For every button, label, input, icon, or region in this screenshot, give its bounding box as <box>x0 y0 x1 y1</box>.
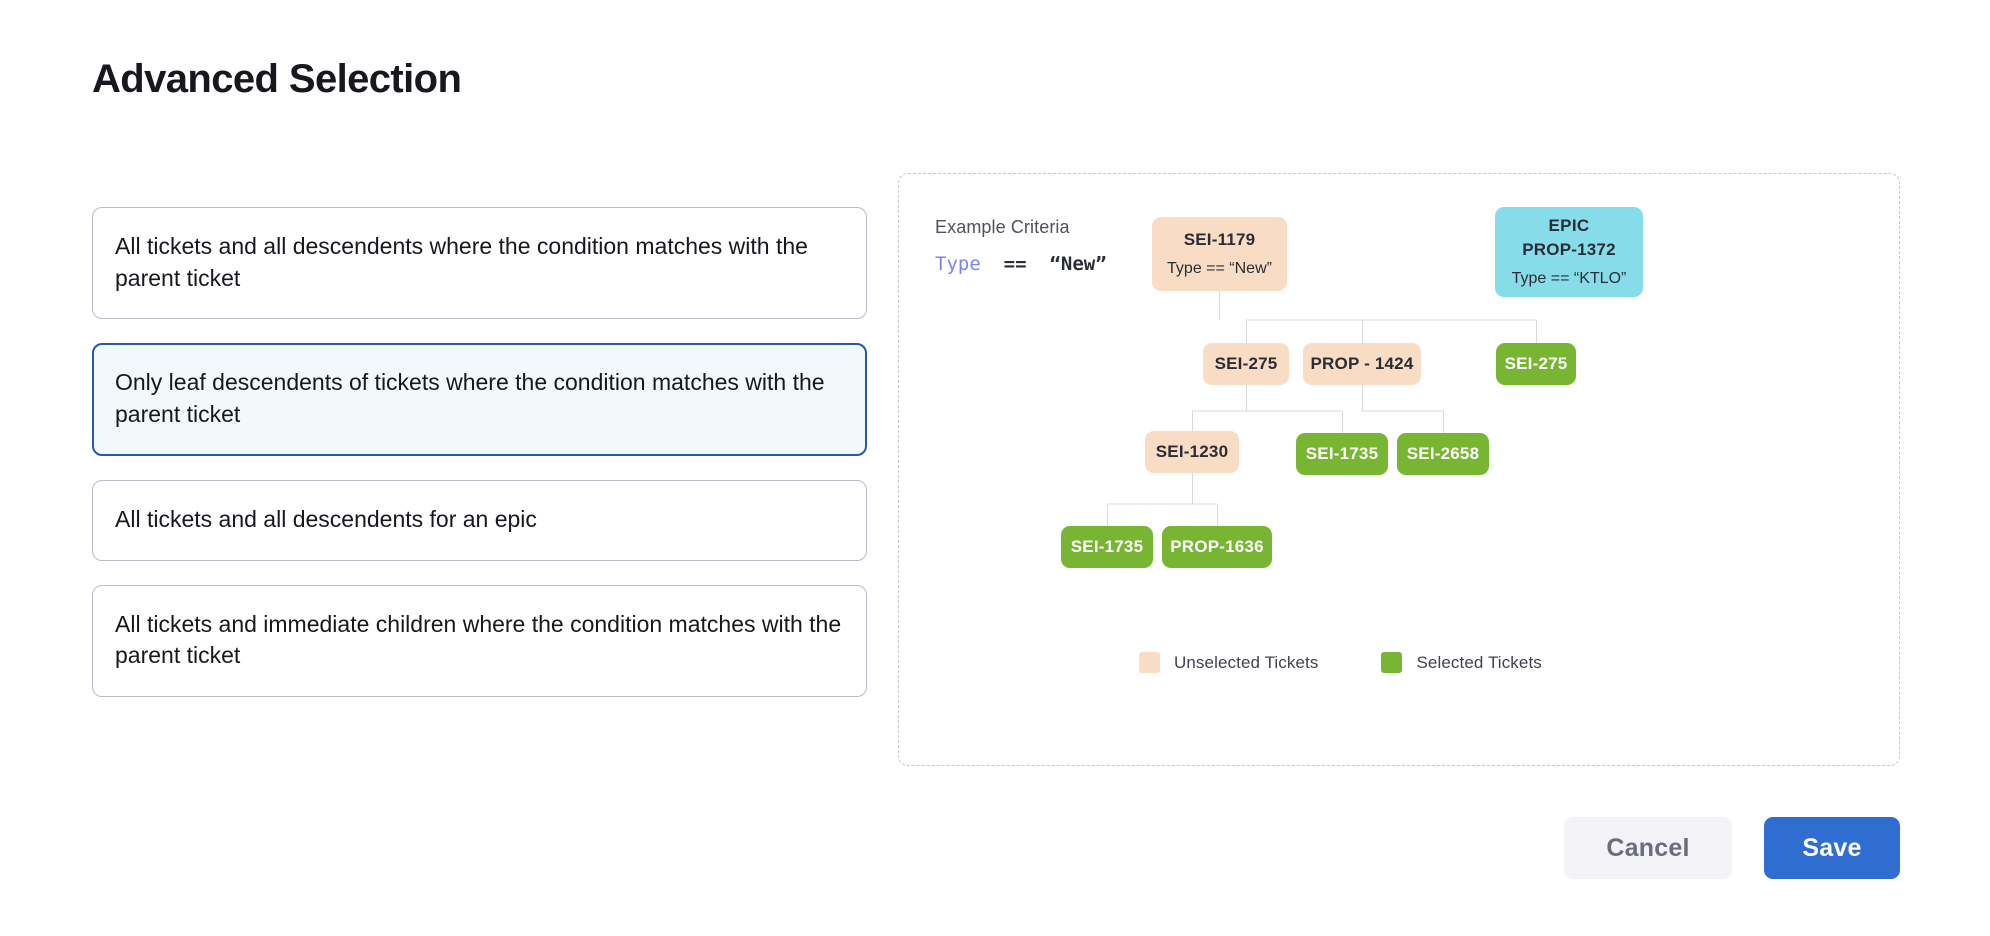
selection-mode-options: All tickets and all descendents where th… <box>92 207 867 698</box>
node-kind: EPIC <box>1548 215 1590 235</box>
node-id: SEI-2658 <box>1406 443 1480 463</box>
tree-node-sei-275-unselected[interactable]: SEI-275 <box>1203 343 1289 385</box>
criteria-operator: == <box>1003 253 1027 275</box>
legend-item-selected: Selected Tickets <box>1381 652 1542 673</box>
legend-swatch-icon <box>1139 652 1160 673</box>
tree-node-sei-1735-leaf[interactable]: SEI-1735 <box>1061 526 1153 568</box>
option-label: Only leaf descendents of tickets where t… <box>115 369 825 428</box>
tree-node-prop-1424[interactable]: PROP - 1424 <box>1303 343 1421 385</box>
legend-label: Selected Tickets <box>1416 652 1542 672</box>
option-card-leaf-descendents[interactable]: Only leaf descendents of tickets where t… <box>92 343 867 456</box>
legend-swatch-icon <box>1381 652 1403 673</box>
option-card-epic-descendents[interactable]: All tickets and all descendents for an e… <box>92 479 867 561</box>
criteria-field: Type <box>935 253 981 275</box>
tree-node-sei-1735-mid[interactable]: SEI-1735 <box>1296 433 1388 475</box>
legend-label: Unselected Tickets <box>1174 652 1319 672</box>
node-id: SEI-1735 <box>1305 443 1379 463</box>
tree-node-sei-1179[interactable]: SEI-1179 Type == “New” <box>1152 217 1287 291</box>
node-id: SEI-275 <box>1214 353 1278 373</box>
tree-node-prop-1636[interactable]: PROP-1636 <box>1162 526 1272 568</box>
node-id: PROP-1372 <box>1522 240 1616 260</box>
tree-node-sei-1230[interactable]: SEI-1230 <box>1145 431 1239 473</box>
node-condition: Type == “New” <box>1167 259 1272 277</box>
node-id: SEI-275 <box>1504 353 1568 373</box>
save-button[interactable]: Save <box>1764 817 1900 879</box>
node-condition: Type == “KTLO” <box>1511 270 1627 288</box>
tree-node-epic-prop-1372[interactable]: EPIC PROP-1372 Type == “KTLO” <box>1495 207 1643 297</box>
node-id: SEI-1735 <box>1070 536 1144 556</box>
node-id: PROP - 1424 <box>1310 353 1414 373</box>
option-label: All tickets and immediate children where… <box>115 610 842 669</box>
legend-item-unselected: Unselected Tickets <box>1139 652 1318 673</box>
page-title: Advanced Selection <box>92 57 462 101</box>
tree-node-sei-2658[interactable]: SEI-2658 <box>1397 433 1489 475</box>
example-diagram-panel: Example Criteria Type == “New” <box>898 173 1900 766</box>
criteria-expression: Type == “New” <box>935 253 1107 275</box>
criteria-label: Example Criteria <box>935 217 1070 237</box>
option-label: All tickets and all descendents where th… <box>115 233 808 291</box>
option-card-immediate-children[interactable]: All tickets and immediate children where… <box>92 584 867 698</box>
cancel-button[interactable]: Cancel <box>1564 817 1732 879</box>
tree-node-sei-275-selected[interactable]: SEI-275 <box>1496 343 1576 385</box>
node-id: SEI-1230 <box>1155 441 1229 461</box>
criteria-value: “New” <box>1049 253 1107 275</box>
option-card-all-descendents[interactable]: All tickets and all descendents where th… <box>92 207 867 320</box>
node-id: PROP-1636 <box>1170 536 1264 556</box>
node-id: SEI-1179 <box>1183 230 1256 250</box>
dialog-footer: Cancel Save <box>1564 817 1900 879</box>
option-label: All tickets and all descendents for an e… <box>115 505 537 532</box>
diagram-legend: Unselected Tickets Selected Tickets <box>1139 652 1542 673</box>
